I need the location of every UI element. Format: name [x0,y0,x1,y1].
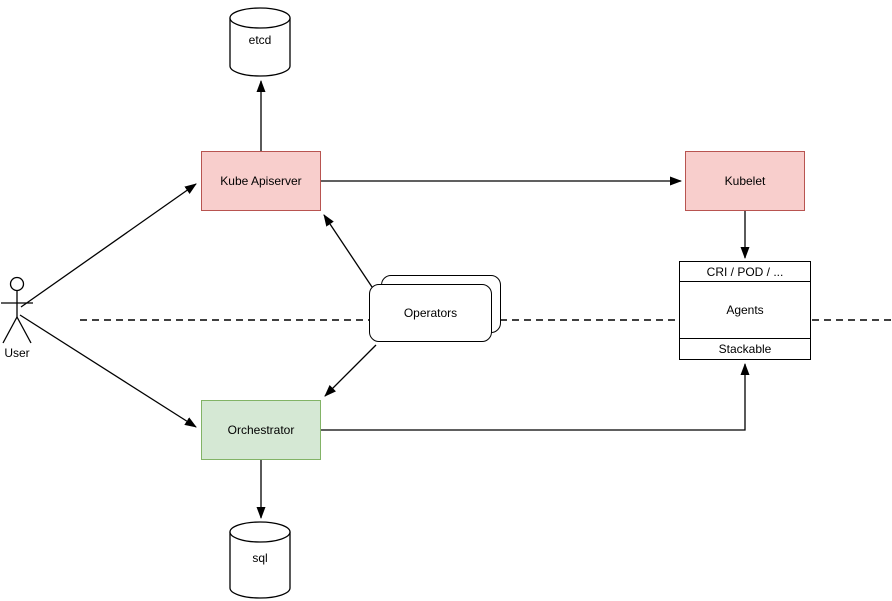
user-actor[interactable] [1,276,33,344]
user-label: User [4,346,30,360]
edge-operators-to-orchestrator [324,344,377,397]
kube-apiserver-node[interactable]: Kube Apiserver [201,151,321,211]
edge-user-to-apiserver [20,183,197,308]
kubelet-node[interactable]: Kubelet [685,151,805,211]
operators-node[interactable]: Operators [369,284,492,342]
kube-apiserver-label: Kube Apiserver [220,173,302,188]
sql-cylinder[interactable] [229,521,291,599]
operators-label: Operators [403,306,458,320]
agents-label: Agents [726,303,764,317]
kubelet-label: Kubelet [724,173,766,188]
agents-node[interactable]: CRI / POD / ... Agents Stackable [679,261,811,360]
orchestrator-node[interactable]: Orchestrator [201,400,321,460]
edge-user-to-orchestrator [19,314,197,428]
agents-header: CRI / POD / ... [680,262,810,282]
edge-operators-to-apiserver [323,214,373,288]
sql-label: sql [252,551,268,565]
etcd-label: etcd [248,33,272,47]
orchestrator-label: Orchestrator [227,422,295,437]
edge-orchestrator-to-agents [321,363,750,431]
etcd-cylinder[interactable] [229,7,291,77]
agents-footer: Stackable [680,338,810,359]
agents-body: Agents [680,282,810,338]
